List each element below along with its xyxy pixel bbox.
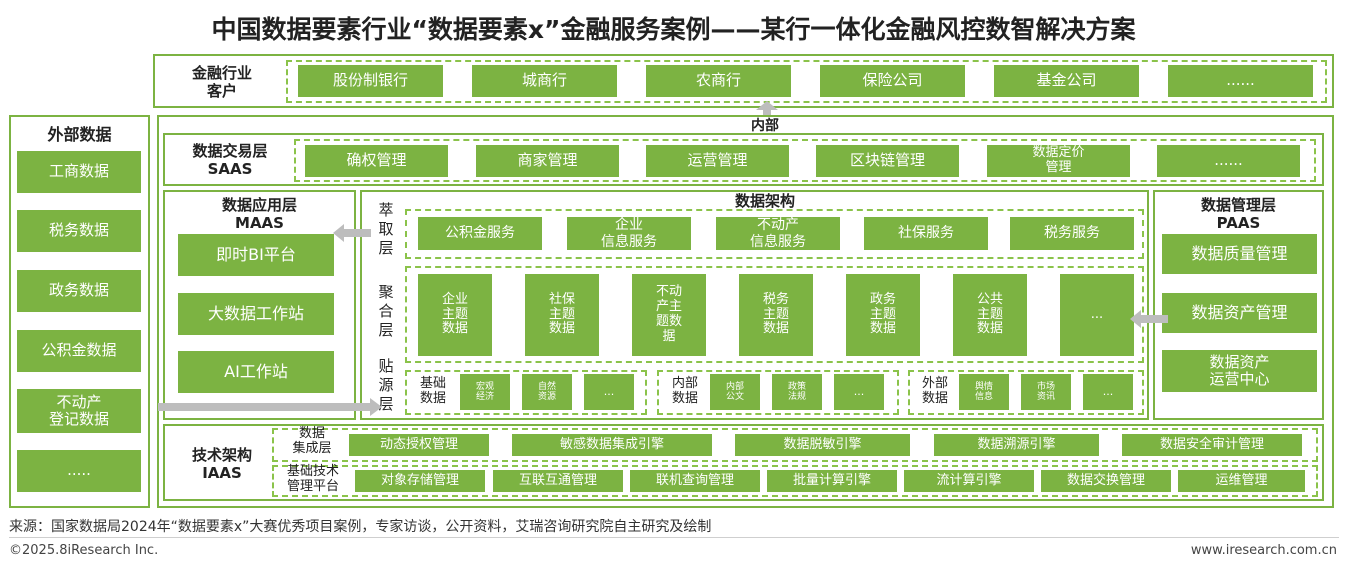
paas-item: 数据资产 运营中心 xyxy=(1162,350,1317,392)
maas-label: 数据应用层 MAAS xyxy=(221,196,297,232)
iaas-row2-group xyxy=(272,465,1318,497)
architecture-title: 数据架构 xyxy=(734,192,795,210)
iaas-row1-item: 数据溯源引擎 xyxy=(934,434,1099,456)
page-title: 中国数据要素行业“数据要素x”金融服务案例——某行一体化金融风控数智解决方案 xyxy=(211,15,1136,44)
left-arrow-icon xyxy=(333,224,371,242)
source-item: 政策 法规 xyxy=(772,374,822,410)
saas-item: 数据定价 管理 xyxy=(987,145,1130,177)
saas-item: 确权管理 xyxy=(305,145,448,177)
source-item: 宏观 经济 xyxy=(460,374,510,410)
left-arrow-icon xyxy=(1130,310,1168,328)
external-data-item: 政务数据 xyxy=(17,270,141,312)
service-item: 社保服务 xyxy=(864,217,988,250)
source-item: ... xyxy=(834,374,884,410)
paas-item: 数据质量管理 xyxy=(1162,234,1317,274)
customer-item: ...... xyxy=(1168,65,1313,97)
saas-item: 商家管理 xyxy=(476,145,619,177)
iaas-row1-item: 数据安全审计管理 xyxy=(1122,434,1302,456)
source-group-label: 基础 数据 xyxy=(419,376,446,406)
customer-item: 保险公司 xyxy=(820,65,965,97)
source-item: 市场 资讯 xyxy=(1021,374,1071,410)
external-data-title: 外部数据 xyxy=(47,125,112,145)
internal-label: 内部 xyxy=(751,117,779,134)
iaas-row2-item: 互联互通管理 xyxy=(493,470,623,492)
external-data-item: 公积金数据 xyxy=(17,330,141,372)
customers-label: 金融行业 客户 xyxy=(191,64,252,100)
iaas-row2-label: 基础技术 管理平台 xyxy=(286,464,339,494)
customer-item: 农商行 xyxy=(646,65,791,97)
saas-label: 数据交易层 SAAS xyxy=(192,142,268,178)
service-item: 公积金服务 xyxy=(418,217,542,250)
footer-divider xyxy=(9,537,1339,538)
saas-item: 区块链管理 xyxy=(816,145,959,177)
aggregate-layer-group xyxy=(405,266,1144,363)
iaas-row1-item: 动态授权管理 xyxy=(349,434,489,456)
source-group-external xyxy=(908,370,1144,415)
topic-item: 公共 主题 数据 xyxy=(953,274,1027,356)
topic-item: 企业 主题 数据 xyxy=(418,274,492,356)
external-data-item: ..... xyxy=(17,450,141,492)
iaas-row2-item: 联机查询管理 xyxy=(630,470,760,492)
maas-item: 即时BI平台 xyxy=(178,234,334,276)
source-item: ... xyxy=(1083,374,1133,410)
topic-item: 社保 主题 数据 xyxy=(525,274,599,356)
source-item: 内部 公文 xyxy=(710,374,760,410)
maas-item: AI工作站 xyxy=(178,351,334,393)
customers-group xyxy=(286,60,1327,103)
iaas-row1-item: 敏感数据集成引擎 xyxy=(512,434,712,456)
iaas-row1-group xyxy=(272,428,1318,462)
copyright: ©2025.8iResearch Inc. xyxy=(9,543,159,558)
up-arrow-icon xyxy=(756,101,778,117)
source-item: 舆情 信息 xyxy=(959,374,1009,410)
iaas-row1-item: 数据脱敏引擎 xyxy=(735,434,910,456)
iaas-row2-item: 对象存储管理 xyxy=(355,470,485,492)
source-note: 来源：国家数据局2024年“数据要素x”大赛优秀项目案例，专家访谈，公开资料，艾… xyxy=(9,519,712,535)
website-link[interactable]: www.iresearch.com.cn xyxy=(1190,543,1337,558)
iaas-row2-item: 运维管理 xyxy=(1178,470,1305,492)
saas-group xyxy=(294,139,1316,182)
source-layer-label: 贴 源 层 xyxy=(378,357,394,413)
customer-item: 城商行 xyxy=(472,65,617,97)
extract-layer-label: 萃 取 层 xyxy=(378,201,394,257)
source-group-label: 内部 数据 xyxy=(671,376,698,406)
maas-item: 大数据工作站 xyxy=(178,293,334,335)
service-item: 不动产 信息服务 xyxy=(716,217,840,250)
iaas-row2-item: 批量计算引擎 xyxy=(767,470,897,492)
source-group-label: 外部 数据 xyxy=(921,376,948,406)
external-data-item: 税务数据 xyxy=(17,210,141,252)
extract-layer-group xyxy=(405,209,1144,259)
iaas-row2-item: 数据交换管理 xyxy=(1041,470,1171,492)
service-item: 税务服务 xyxy=(1010,217,1134,250)
aggregate-layer-label: 聚 合 层 xyxy=(378,283,394,339)
topic-item: 政务 主题 数据 xyxy=(846,274,920,356)
external-data-item: 不动产 登记数据 xyxy=(17,389,141,433)
customer-item: 股份制银行 xyxy=(298,65,443,97)
topic-item: 不动 产主 题数 据 xyxy=(632,274,706,356)
topic-item: 税务 主题 数据 xyxy=(739,274,813,356)
source-group-basic xyxy=(405,370,647,415)
paas-item: 数据资产管理 xyxy=(1162,293,1317,333)
paas-label: 数据管理层 PAAS xyxy=(1200,196,1276,232)
source-item: ... xyxy=(584,374,634,410)
saas-item: ...... xyxy=(1157,145,1300,177)
source-item: 自然 资源 xyxy=(522,374,572,410)
source-group-internal xyxy=(657,370,899,415)
right-arrow-icon xyxy=(158,398,382,416)
topic-item: ... xyxy=(1060,274,1134,356)
service-item: 企业 信息服务 xyxy=(567,217,691,250)
saas-item: 运营管理 xyxy=(646,145,789,177)
iaas-row2-item: 流计算引擎 xyxy=(904,470,1034,492)
customer-item: 基金公司 xyxy=(994,65,1139,97)
iaas-row1-label: 数据 集成层 xyxy=(292,426,332,456)
external-data-item: 工商数据 xyxy=(17,151,141,193)
iaas-label: 技术架构 IAAS xyxy=(191,446,252,482)
